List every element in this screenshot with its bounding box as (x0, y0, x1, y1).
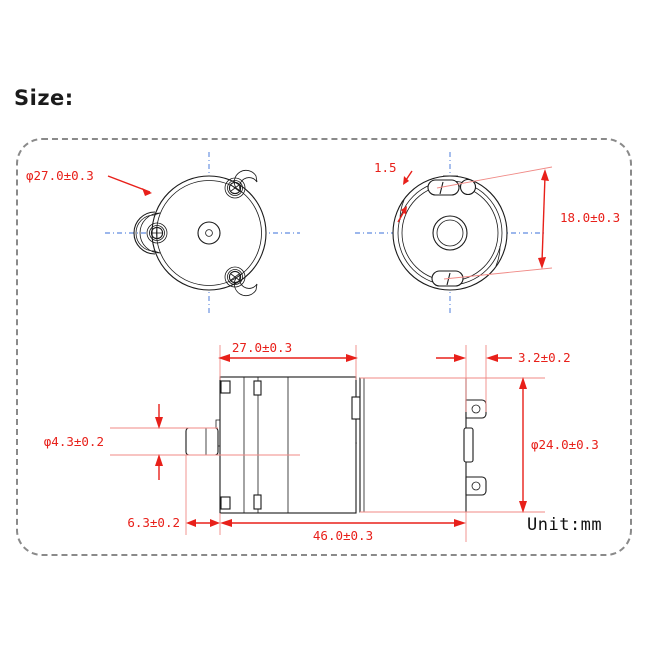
drawing-frame (16, 138, 632, 556)
unit-note: Unit:mm (527, 515, 603, 535)
page-title: Size: (14, 86, 74, 110)
